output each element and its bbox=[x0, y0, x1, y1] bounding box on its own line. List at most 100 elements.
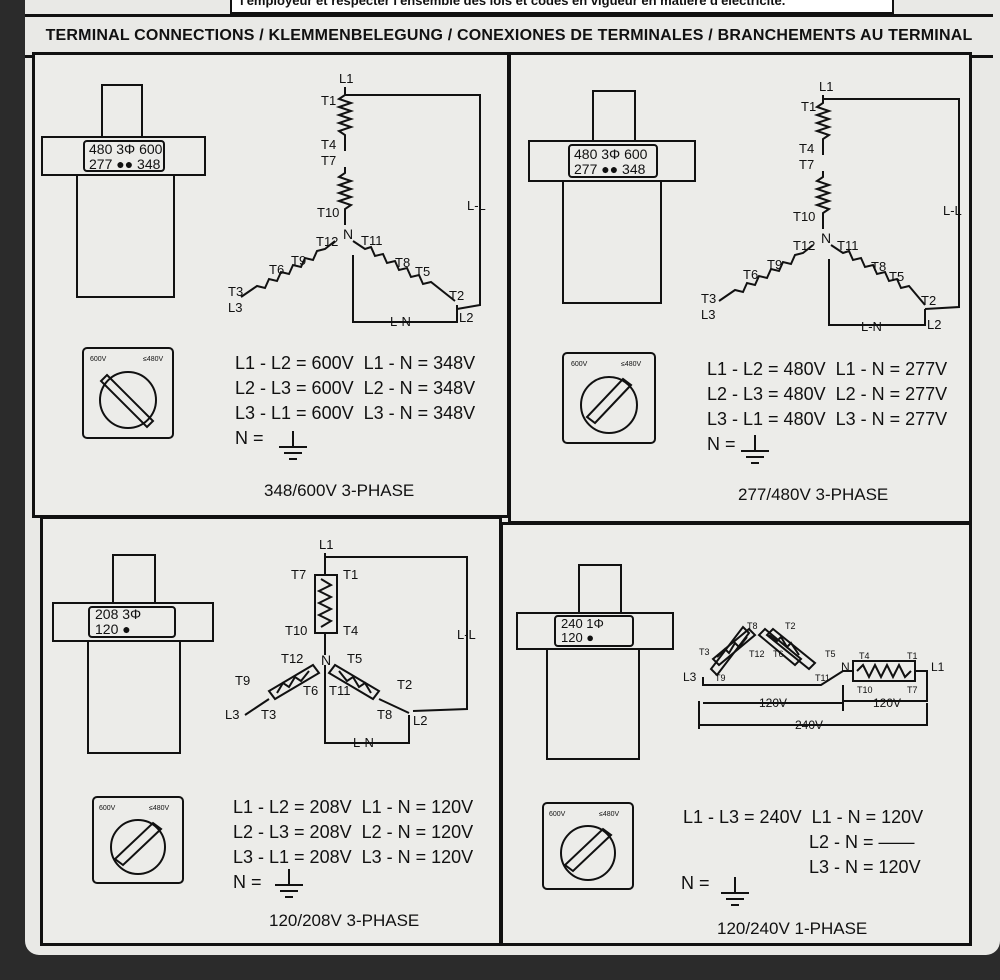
terminal-t10: T10 bbox=[793, 209, 815, 224]
terminal-t12: T12 bbox=[749, 649, 765, 659]
terminal-t3: T3 bbox=[228, 284, 243, 299]
eq-l1-n: L1 - N = 277V bbox=[836, 359, 948, 379]
eq-l2-n: L2 - N = 277V bbox=[836, 384, 948, 404]
eq-l3-l1: L3 - L1 = 600V bbox=[235, 403, 354, 423]
terminal-t8: T8 bbox=[395, 255, 410, 270]
dimension-120v-left: 120V bbox=[759, 696, 787, 710]
dimension-120v-right: 120V bbox=[873, 696, 901, 710]
dimension-240v: 240V bbox=[795, 718, 823, 732]
terminal-t3: T3 bbox=[261, 707, 276, 722]
caption-120-240v: 120/240V 1-PHASE bbox=[717, 919, 867, 939]
terminal-l1: L1 bbox=[319, 537, 333, 552]
terminal-l2: L2 bbox=[459, 310, 473, 325]
terminal-t1: T1 bbox=[321, 93, 336, 108]
eq-l2-l3: L2 - L3 = 480V bbox=[707, 384, 826, 404]
neutral-point: N bbox=[343, 226, 353, 242]
terminal-t7: T7 bbox=[799, 157, 814, 172]
plate-label-bottom: 277 ●● 348 bbox=[574, 161, 646, 177]
terminal-t9: T9 bbox=[715, 673, 726, 683]
eq-l2-n: L2 - N = 120V bbox=[362, 822, 474, 842]
eq-neutral: N = bbox=[235, 428, 264, 448]
terminal-t8: T8 bbox=[377, 707, 392, 722]
equations-120-240: L1 - L3 = 240V L1 - N = 120V L2 - N = ——… bbox=[683, 805, 923, 880]
eq-l1-l2: L1 - L2 = 208V bbox=[233, 797, 352, 817]
terminal-t6: T6 bbox=[303, 683, 318, 698]
plate-label-top: 480 3Φ 600 bbox=[89, 141, 163, 157]
motor-icon bbox=[42, 85, 205, 297]
switch-label-480v: ≤480V bbox=[599, 811, 620, 818]
terminal-t2: T2 bbox=[785, 621, 796, 631]
switch-label-600v: 600V bbox=[549, 811, 566, 818]
eq-l3-n: L3 - N = 120V bbox=[362, 847, 474, 867]
eq-l2-n: L2 - N = —— bbox=[809, 832, 915, 852]
switch-label-480v: ≤480V bbox=[143, 356, 164, 363]
terminal-t11: T11 bbox=[329, 683, 350, 698]
terminal-t6: T6 bbox=[743, 267, 758, 282]
terminal-t4: T4 bbox=[859, 651, 870, 661]
terminal-l1: L1 bbox=[339, 71, 353, 86]
terminal-l2: L2 bbox=[413, 713, 427, 728]
eq-l3-l1: L3 - L1 = 208V bbox=[233, 847, 352, 867]
eq-neutral: N = bbox=[707, 434, 736, 454]
panel-348-600v: 480 3Φ 600 277 ●● 348 L1 T1 T4 T7 T10 N … bbox=[32, 52, 510, 518]
terminal-l1: L1 bbox=[931, 660, 945, 674]
terminal-t9: T9 bbox=[235, 673, 250, 688]
wye-windings bbox=[719, 95, 959, 325]
eq-neutral: N = bbox=[233, 872, 262, 892]
plate-label-top: 240 1Φ bbox=[561, 616, 604, 631]
terminal-l2: L2 bbox=[927, 317, 941, 332]
terminal-l3: L3 bbox=[683, 670, 697, 684]
split-phase-windings bbox=[699, 627, 927, 729]
terminal-t1: T1 bbox=[907, 651, 918, 661]
motor-icon bbox=[53, 555, 213, 753]
terminal-t12: T12 bbox=[793, 238, 815, 253]
switch-label-600v: 600V bbox=[571, 361, 588, 368]
neutral-point: N bbox=[321, 652, 331, 668]
terminal-t3: T3 bbox=[699, 647, 710, 657]
equations-348-600: L1 - L2 = 600V L1 - N = 348V L2 - L3 = 6… bbox=[235, 351, 475, 451]
terminal-t2: T2 bbox=[449, 288, 464, 303]
terminal-t4: T4 bbox=[321, 137, 336, 152]
wiring-diagram-120-240: 240 1Φ 120 ● T8 T2 T3 T12 T6 T5 N T4 T1 … bbox=[503, 525, 975, 949]
eq-l1-l2: L1 - L2 = 480V bbox=[707, 359, 826, 379]
terminal-t7: T7 bbox=[321, 153, 336, 168]
terminal-t7: T7 bbox=[291, 567, 306, 582]
motor-icon bbox=[517, 565, 673, 759]
eq-l2-l3: L2 - L3 = 208V bbox=[233, 822, 352, 842]
terminal-t5: T5 bbox=[415, 264, 430, 279]
eq-l1-n: L1 - N = 120V bbox=[362, 797, 474, 817]
terminal-t10: T10 bbox=[857, 685, 873, 695]
neutral-point: N bbox=[821, 230, 831, 246]
terminal-t3: T3 bbox=[701, 291, 716, 306]
terminal-t2: T2 bbox=[921, 293, 936, 308]
label-line-line: L-L bbox=[457, 627, 476, 642]
terminal-t8: T8 bbox=[871, 259, 886, 274]
neutral-point: N bbox=[841, 660, 850, 674]
terminal-t11: T11 bbox=[815, 673, 830, 683]
ground-icon bbox=[721, 877, 749, 905]
terminal-t1: T1 bbox=[343, 567, 358, 582]
eq-l3-n: L3 - N = 277V bbox=[836, 409, 948, 429]
warning-strip: l'employeur et respecter l'ensemble des … bbox=[230, 0, 894, 14]
plate-label-bottom: 120 ● bbox=[95, 621, 131, 637]
label-line-line: L-L bbox=[467, 198, 486, 213]
terminal-l1: L1 bbox=[819, 79, 833, 94]
label-line-line: L-L bbox=[943, 203, 962, 218]
terminal-t2: T2 bbox=[397, 677, 412, 692]
panel-277-480v: 480 3Φ 600 277 ●● 348 L1 T1 T4 T7 T10 N … bbox=[508, 52, 972, 524]
eq-l1-l2: L1 - L2 = 600V bbox=[235, 353, 354, 373]
eq-neutral-row: N = bbox=[681, 871, 710, 896]
switch-label-480v: ≤480V bbox=[621, 361, 642, 368]
eq-neutral: N = bbox=[681, 873, 710, 893]
terminal-t4: T4 bbox=[799, 141, 814, 156]
caption-348-600v: 348/600V 3-PHASE bbox=[264, 481, 414, 501]
terminal-t6: T6 bbox=[773, 649, 784, 659]
wiring-diagram-348-600: 480 3Φ 600 277 ●● 348 L1 T1 T4 T7 T10 N … bbox=[35, 55, 513, 521]
panel-120-208v: 208 3Φ 120 ● L1 T7 T1 T10 T4 N T12 T5 T9… bbox=[40, 516, 502, 946]
plate-label-bottom: 277 ●● 348 bbox=[89, 156, 161, 172]
terminal-t8: T8 bbox=[747, 621, 758, 631]
caption-120-208v: 120/208V 3-PHASE bbox=[269, 911, 419, 931]
eq-l3-n: L3 - N = 348V bbox=[364, 403, 476, 423]
terminal-t12: T12 bbox=[316, 234, 338, 249]
terminal-t11: T11 bbox=[361, 233, 382, 248]
